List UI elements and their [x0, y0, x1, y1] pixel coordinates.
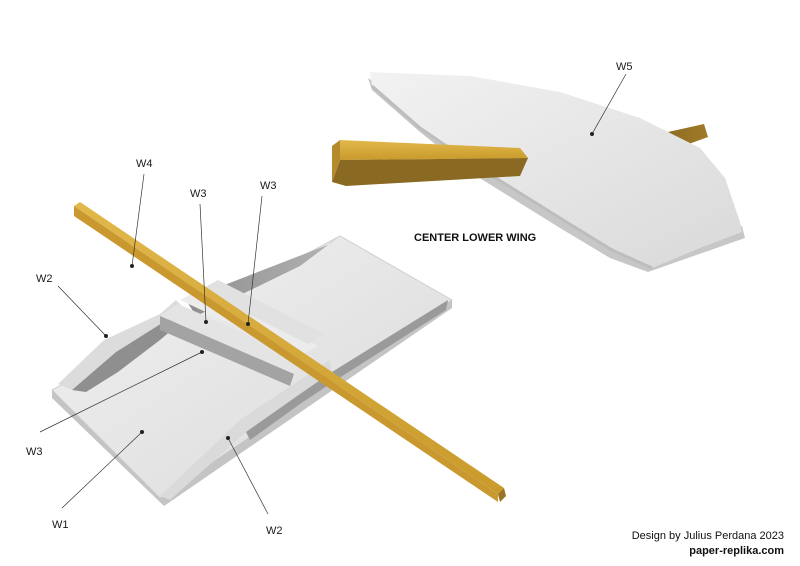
label-w5: W5	[616, 61, 633, 73]
spar-stub-left-front	[332, 158, 528, 186]
wing-frame	[51, 202, 506, 506]
rib-w3-right	[200, 280, 324, 344]
rib-w3-left	[160, 304, 310, 374]
label-w4: W4	[136, 158, 153, 170]
label-w3-center: W3	[190, 188, 207, 200]
label-w3-left: W3	[26, 446, 43, 458]
spar-w4-side	[498, 488, 506, 502]
assembled-wing	[332, 72, 745, 272]
spar-w4-top	[74, 202, 504, 494]
rib-w2-left	[58, 300, 182, 390]
spar-stub-left-end	[332, 140, 340, 182]
rib-w2-front	[160, 360, 332, 500]
diagram-title: CENTER LOWER WING	[414, 232, 536, 244]
spar-w4-front	[74, 206, 498, 502]
label-w2-bottom: W2	[266, 525, 283, 537]
site-credit: paper-replika.com	[689, 545, 784, 557]
wing-trailing-edge	[371, 84, 653, 270]
label-w2-left: W2	[36, 273, 53, 285]
rib-w3-left-face	[160, 316, 294, 386]
label-w1: W1	[52, 519, 69, 531]
rib-w2-front-face	[246, 300, 448, 440]
spar-stub-left-top	[340, 140, 528, 160]
designer-credit: Design by Julius Perdana 2023	[631, 530, 784, 542]
wing-top-skin	[370, 72, 742, 268]
rib-w2-left-face	[72, 306, 186, 392]
callouts: W5 W4 W3 W3 W2 W3 W1 W2 CENTER LOWER WIN…	[26, 61, 633, 537]
label-w3-right: W3	[260, 180, 277, 192]
